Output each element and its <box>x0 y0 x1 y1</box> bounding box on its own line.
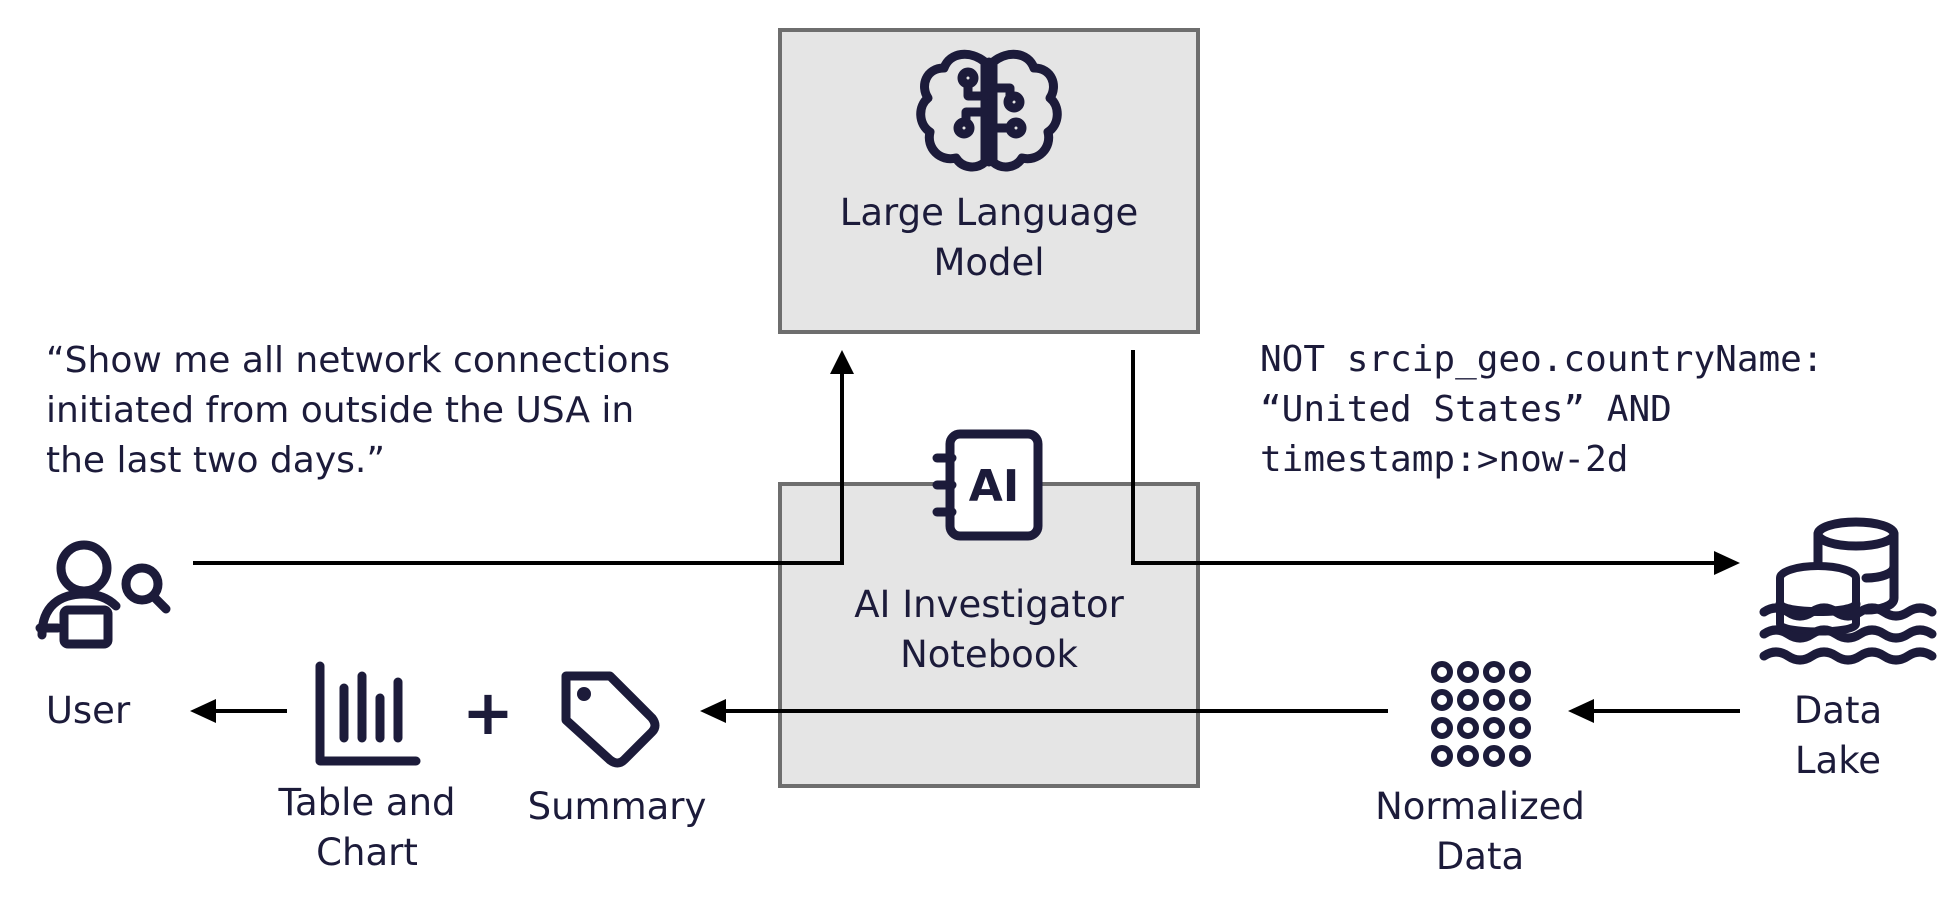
grid-dot <box>1509 689 1531 711</box>
llm-title-line2: Model <box>933 241 1044 284</box>
grid-dot <box>1509 717 1531 739</box>
query-text-line2: initiated from outside the USA in <box>46 390 634 431</box>
ai-badge-text: AI <box>969 461 1019 512</box>
grid-dot <box>1457 717 1479 739</box>
generated-query-line1: NOT srcip_geo.countryName: <box>1260 339 1824 380</box>
grid-dot <box>1431 689 1453 711</box>
bar-chart-icon <box>315 661 421 766</box>
tag-icon <box>561 671 660 768</box>
grid-dot <box>1457 689 1479 711</box>
generated-query-line2: “United States” AND <box>1260 389 1672 430</box>
grid-dot <box>1457 745 1479 767</box>
grid-dot <box>1483 661 1505 683</box>
dot-grid-icon <box>1431 661 1531 767</box>
plus-sign: + <box>462 676 514 749</box>
connector-user-to-llm <box>193 350 854 565</box>
llm-title-line1: Large Language <box>840 191 1138 234</box>
grid-dot <box>1431 717 1453 739</box>
grid-dot <box>1483 689 1505 711</box>
connector-normalized-to-summary <box>700 699 1388 723</box>
grid-dot <box>1509 661 1531 683</box>
generated-query-line3: timestamp:>now-2d <box>1260 439 1628 480</box>
data-lake-label-line2: Lake <box>1795 739 1881 782</box>
user-label: User <box>46 689 131 732</box>
table-chart-label-line2: Chart <box>316 831 418 874</box>
grid-dot <box>1509 745 1531 767</box>
connector-datalake-to-normalized <box>1568 699 1740 723</box>
grid-dot <box>1457 661 1479 683</box>
ai-notebook-icon: AI <box>932 429 1043 541</box>
grid-dot <box>1431 661 1453 683</box>
connector-llm-to-datalake <box>1131 350 1740 575</box>
grid-dot <box>1483 717 1505 739</box>
normalized-label-line1: Normalized <box>1375 785 1585 828</box>
summary-label: Summary <box>528 785 707 828</box>
grid-dot <box>1483 745 1505 767</box>
data-lake-icon <box>1759 517 1937 665</box>
grid-dot <box>1431 745 1453 767</box>
data-lake-label-line1: Data <box>1794 689 1882 732</box>
user-search-icon <box>35 540 171 649</box>
connector-chart-to-user <box>190 699 287 723</box>
brain-icon <box>916 49 1062 172</box>
normalized-label-line2: Data <box>1436 835 1524 878</box>
query-text-line3: the last two days.” <box>46 440 385 481</box>
notebook-title-line1: AI Investigator <box>854 583 1124 626</box>
query-text-line1: “Show me all network connections <box>46 340 670 381</box>
notebook-title-line2: Notebook <box>900 633 1078 676</box>
table-chart-label-line1: Table and <box>277 781 455 824</box>
